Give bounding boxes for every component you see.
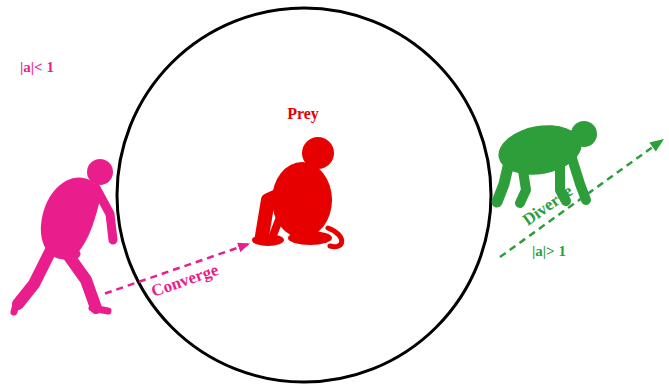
diverge-arrowhead	[649, 139, 664, 152]
node-label: |a|> 1	[532, 242, 566, 260]
search-radius-circle	[117, 8, 491, 382]
diverging-agent-node: |a|> 1	[488, 104, 600, 260]
prey-node: Prey	[250, 102, 356, 250]
diverging-agent-figure	[494, 119, 597, 203]
converging-agent-figure	[14, 159, 113, 312]
converging-agent-node: |a|< 1	[8, 56, 105, 318]
diverge-arrow-line	[500, 147, 653, 257]
node-label: Prey	[287, 104, 319, 123]
node-label: |a|< 1	[20, 58, 54, 76]
prey-figure	[252, 137, 342, 247]
